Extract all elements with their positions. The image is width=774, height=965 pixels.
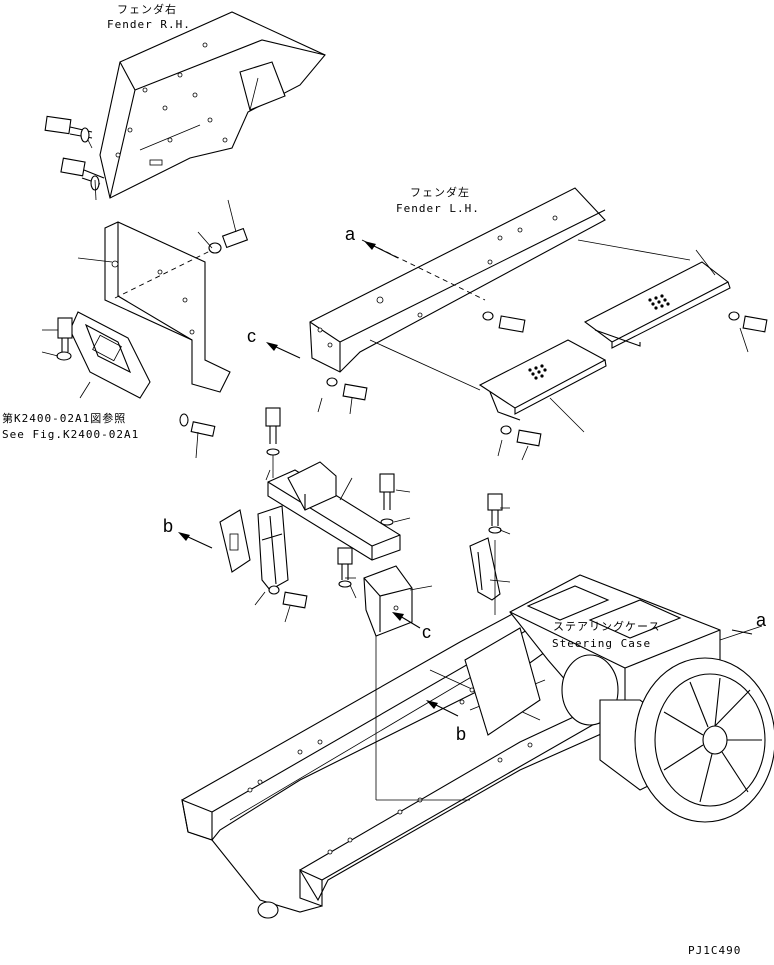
arrow-c-upper (266, 342, 301, 359)
callout-a-left: a (345, 224, 356, 244)
arrow-c-lower (392, 612, 421, 629)
fender-rh-jp-label: フェンダ右 (117, 3, 177, 16)
see-fig-en-label: See Fig.K2400-02A1 (2, 428, 140, 441)
rh-bracket (104, 221, 231, 393)
bolt-right-bracket (487, 493, 503, 534)
cross-member (267, 461, 401, 561)
arrow-a-left (364, 241, 399, 259)
bolt-rh-upper (44, 115, 93, 143)
center-bracket (363, 565, 413, 637)
arrow-b-left (178, 532, 213, 549)
bolt-fender-lh-3 (326, 377, 368, 401)
steering-case-en-label: Steering Case (552, 637, 652, 650)
bolt-center (337, 547, 353, 588)
side-plate (219, 509, 251, 573)
fender-lh-jp-label: フェンダ左 (410, 186, 470, 199)
fender-rh-en-label: Fender R.H. (107, 18, 191, 31)
bolt-rh-lower (60, 157, 105, 191)
fender-lh (309, 187, 691, 391)
final-drive-wheel (634, 657, 774, 823)
see-fig-jp-label: 第K2400-02A1図参照 (2, 412, 127, 425)
callout-c-lower: c (422, 622, 431, 642)
arrow-b-lower (426, 700, 459, 717)
steering-case-jp-label: ステアリングケース (553, 620, 661, 633)
fender-lh-en-label: Fender L.H. (396, 202, 480, 215)
step-plate-left (478, 339, 607, 421)
bolt-fender-lh-2 (728, 311, 768, 333)
bolt-side-plate (268, 585, 308, 609)
callout-b-left: b (163, 516, 174, 536)
vertical-bracket (257, 505, 289, 591)
bolt-fender-lh-4 (500, 425, 542, 447)
right-bracket (469, 537, 501, 601)
leader-lines (41, 139, 763, 801)
callout-b-lower: b (456, 724, 467, 744)
bolt-plate-left (56, 317, 73, 361)
arrow-a-right (731, 629, 753, 635)
bolt-mid-right (379, 473, 395, 526)
bolt-fender-lh-1 (482, 311, 526, 333)
drawing-code-label: PJ1C490 (688, 944, 742, 957)
bolt-plate-right (179, 413, 216, 437)
callout-c-upper: c (247, 326, 256, 346)
callout-a-right: a (756, 610, 767, 630)
step-plate-right (583, 261, 731, 349)
mounting-plate-small (69, 311, 151, 399)
bolt-bracket-upper (208, 227, 249, 254)
fender-rh (99, 11, 326, 199)
bolt-mid-top (265, 407, 281, 478)
